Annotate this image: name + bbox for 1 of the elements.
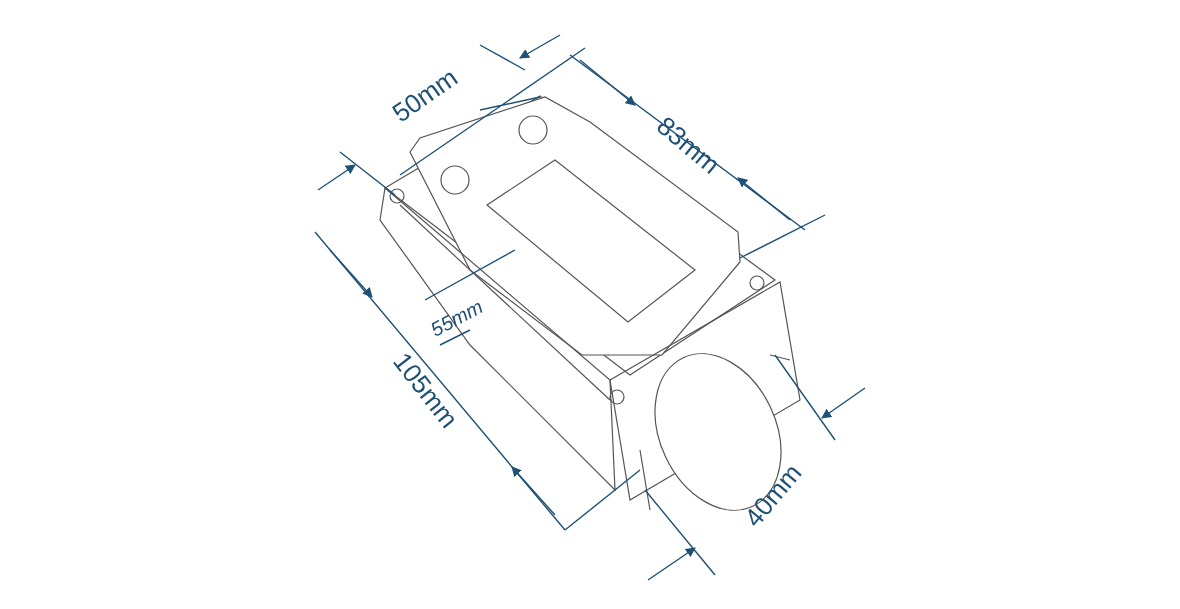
dimension-label: 55mm xyxy=(426,294,487,342)
